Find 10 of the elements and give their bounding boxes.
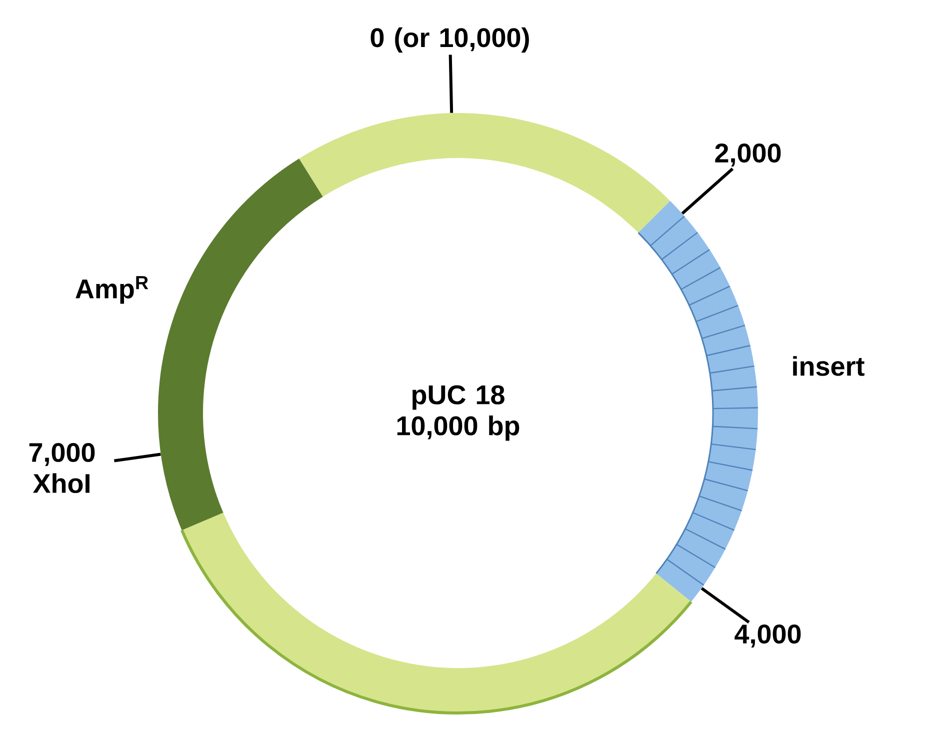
position-label: 2,000 — [715, 143, 781, 167]
position-label: 7,000 XhoI — [29, 442, 95, 494]
leader-line — [681, 168, 734, 215]
leader-line — [448, 54, 454, 113]
segment-label: insert — [793, 356, 864, 376]
leader-line — [700, 587, 750, 624]
node-label: pUC 18 10,000 bp — [397, 385, 520, 441]
leader-line — [114, 452, 161, 462]
position-label: 0 (or 10,000) — [370, 27, 529, 53]
position-label: 4,000 — [734, 624, 801, 648]
